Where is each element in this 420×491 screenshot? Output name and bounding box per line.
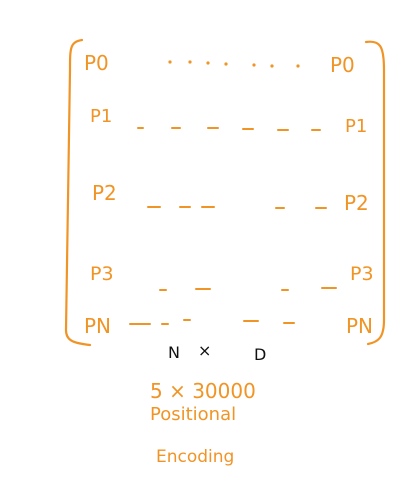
row-n-right-label: PN [346, 314, 373, 338]
matrix-right-bracket [364, 40, 386, 346]
row-n-dashes [129, 319, 295, 325]
row-0-left-label: P0 [84, 51, 109, 75]
row-3-left-label: P3 [90, 263, 114, 285]
row-0-dots [168, 60, 300, 68]
shape-caption: 5 × 30000 [150, 379, 256, 403]
matrix-left-bracket [64, 38, 92, 347]
dim-n-label: N [168, 343, 180, 362]
row-2-left-label: P2 [92, 181, 117, 205]
caption-line-1: Positional [150, 404, 236, 425]
dim-times-label: × [198, 341, 211, 360]
row-2-dashes [147, 206, 327, 209]
row-2-right-label: P2 [344, 191, 369, 215]
row-0-right-label: P0 [330, 53, 355, 77]
row-3-right-label: P3 [350, 263, 374, 285]
caption-line-2: Encoding [156, 447, 234, 467]
dim-d-label: D [254, 345, 266, 364]
row-1-left-label: P1 [90, 106, 112, 127]
row-n-left-label: PN [84, 314, 111, 338]
row-1-right-label: P1 [345, 116, 367, 137]
row-1-dashes [137, 127, 321, 131]
row-3-dashes [159, 287, 337, 291]
